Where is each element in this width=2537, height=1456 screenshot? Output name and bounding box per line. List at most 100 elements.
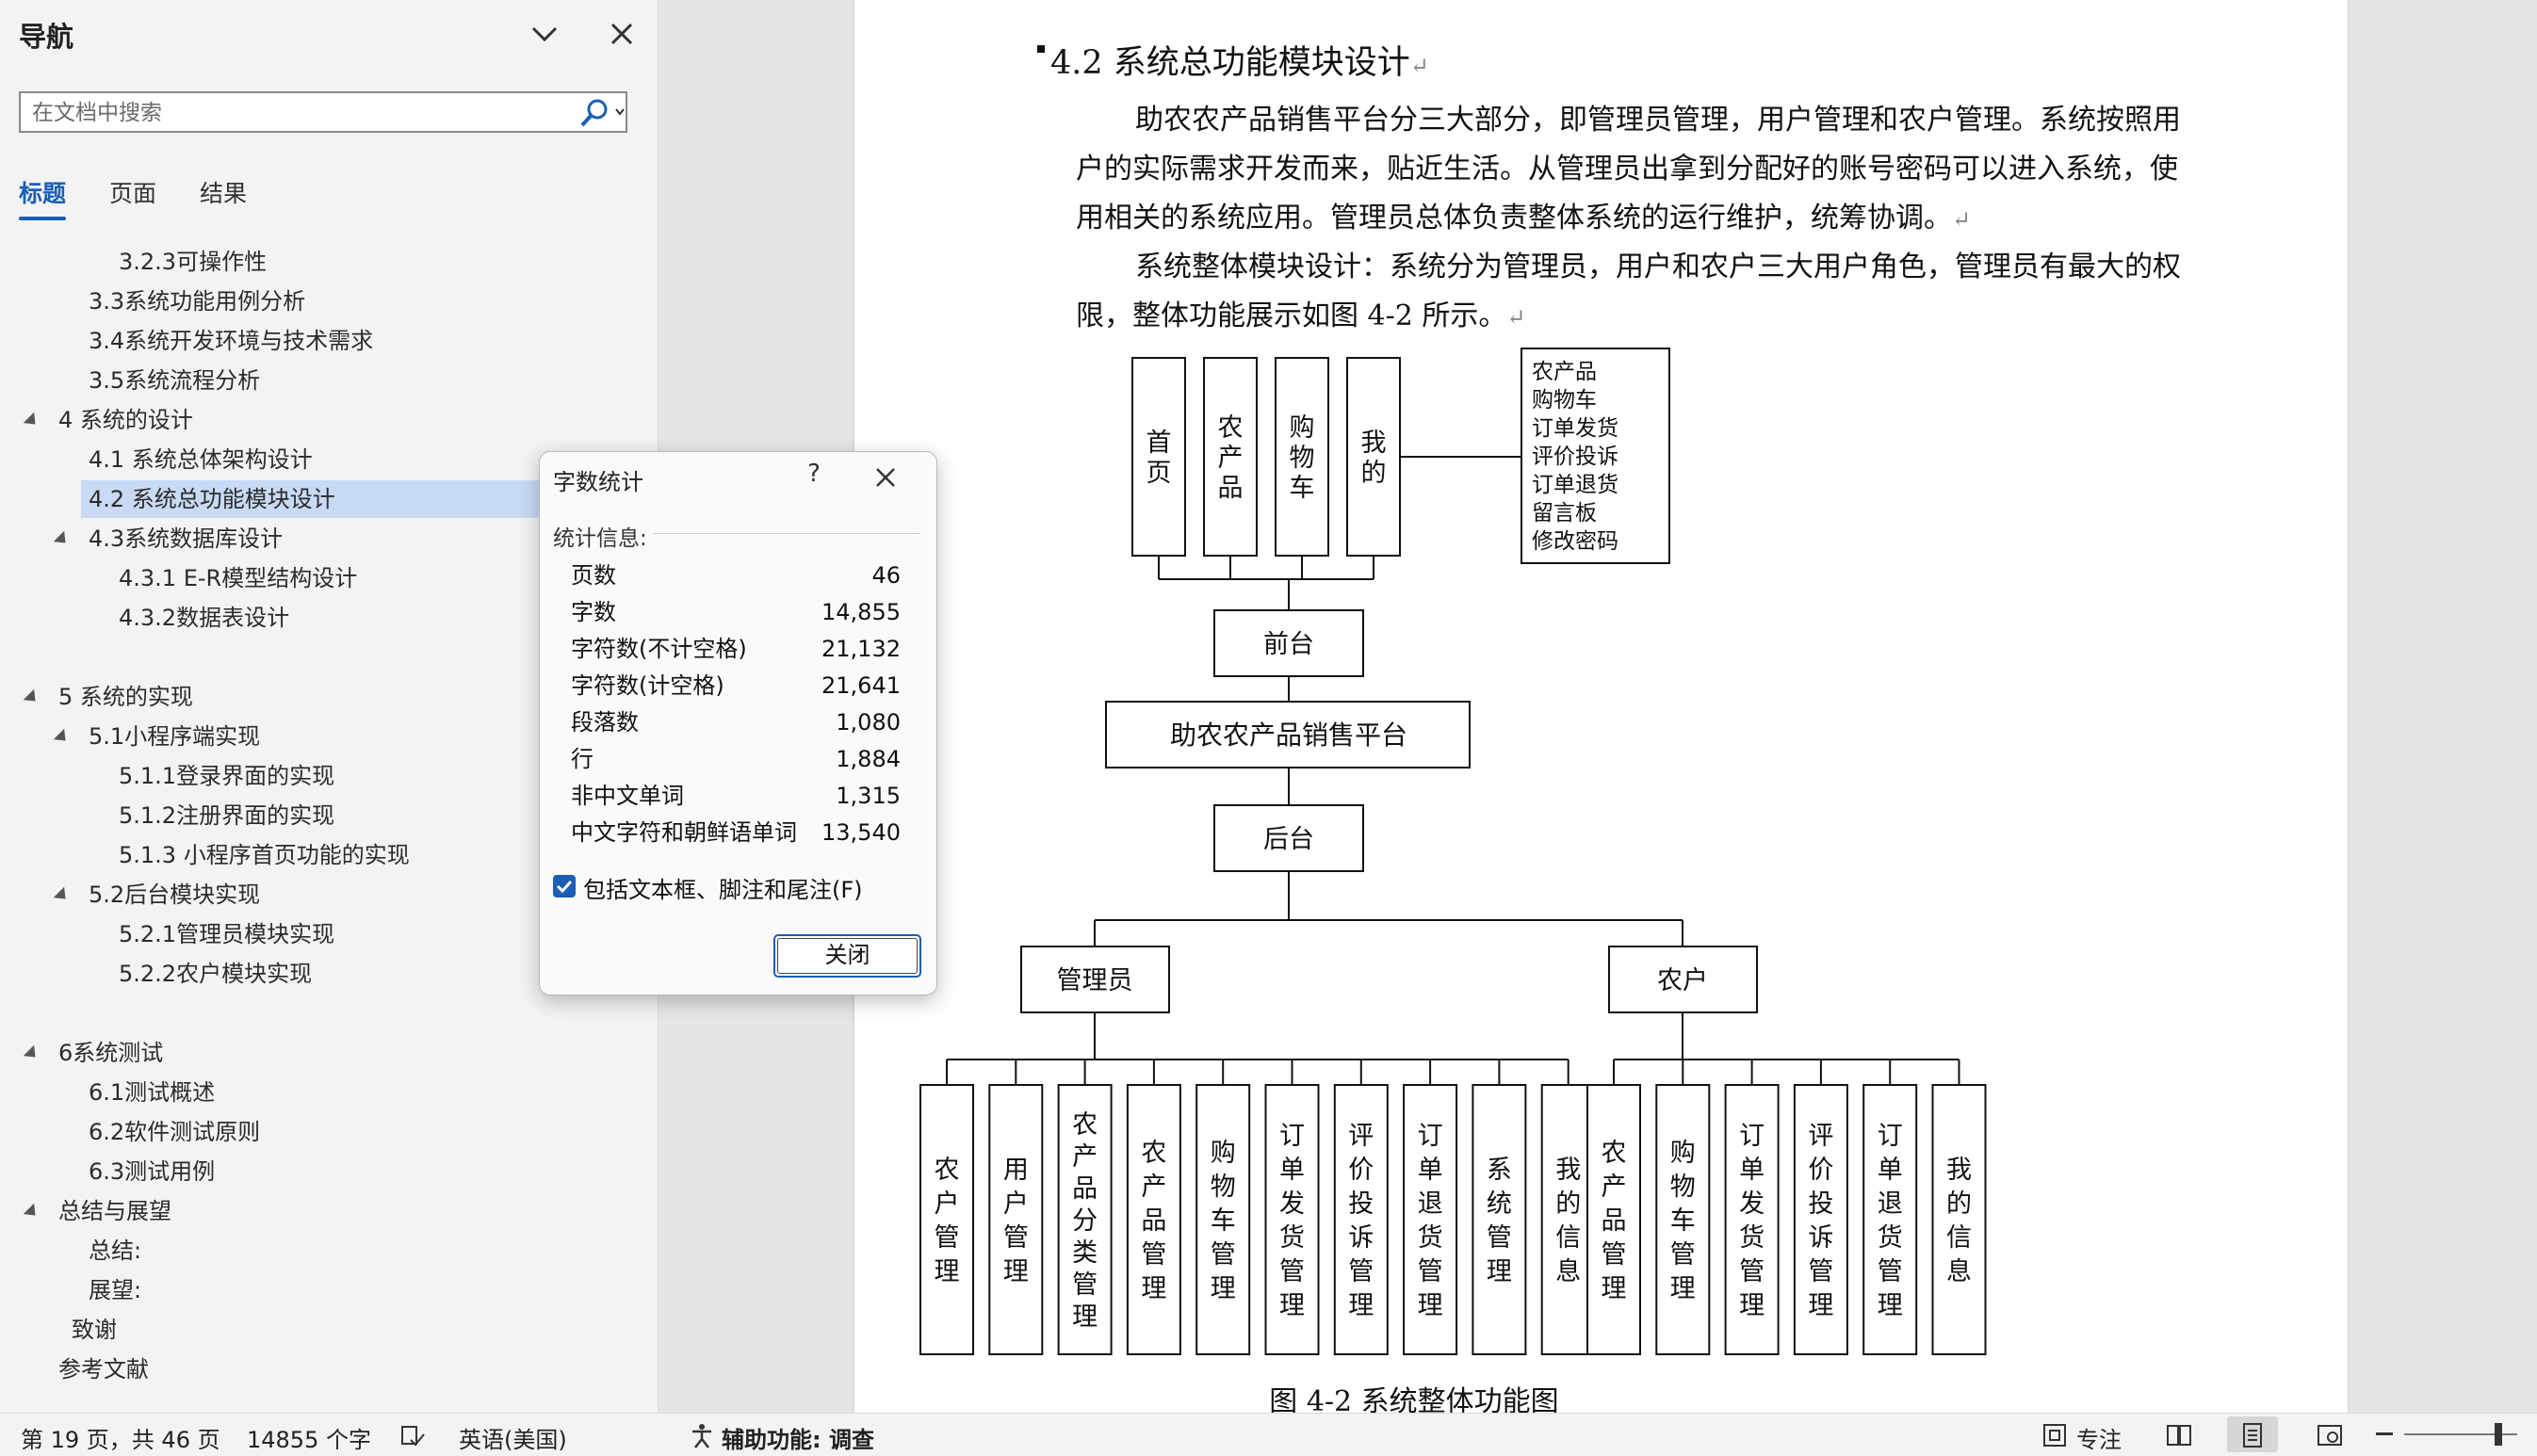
outline-item[interactable]: 总结:: [89, 1232, 141, 1270]
outline-item[interactable]: 5 系统的实现: [23, 678, 193, 716]
section-divider: [653, 533, 920, 534]
include-checkbox-label[interactable]: 包括文本框、脚注和尾注(F): [583, 877, 863, 903]
accessibility-icon[interactable]: [688, 1421, 716, 1449]
outline-item[interactable]: 4.1 系统总体架构设计: [89, 441, 313, 478]
expand-triangle-icon[interactable]: [23, 688, 41, 707]
farmer-module-label: 购物车管理: [1670, 1139, 1696, 1303]
mine-detail-item: 订单发货: [1532, 416, 1618, 441]
outline-item-label: 展望:: [89, 1277, 142, 1303]
outline-item[interactable]: 3.5系统流程分析: [89, 362, 260, 399]
outline-item[interactable]: 5.2后台模块实现: [53, 876, 260, 914]
expand-triangle-icon[interactable]: [53, 530, 72, 549]
stat-label: 字符数(不计空格): [571, 636, 747, 662]
status-bar: 第 19 页，共 46 页 14855 个字 英语(美国) 辅助功能: 调查 专…: [0, 1413, 2537, 1456]
admin-module-box: [1057, 1084, 1113, 1355]
admin-module-label: 订单发货管理: [1279, 1122, 1305, 1320]
farmer-module-label: 订单发货管理: [1739, 1122, 1765, 1320]
outline-item[interactable]: 5.1.1登录界面的实现: [119, 757, 334, 795]
document-area: 4.2 系统总功能模块设计↵ 助农农产品销售平台分三大部分，即管理员管理，用户管…: [659, 0, 2537, 1413]
mine-detail-item: 订单退货: [1532, 473, 1618, 497]
read-mode-icon[interactable]: [2165, 1421, 2193, 1449]
farmer-module-label: 订单退货管理: [1878, 1122, 1903, 1320]
stat-label: 段落数: [571, 709, 639, 736]
outline-item[interactable]: 参考文献: [58, 1351, 149, 1388]
outline-item[interactable]: 6系统测试: [23, 1034, 163, 1072]
nav-title: 导航: [19, 21, 74, 53]
close-button[interactable]: 关闭: [773, 934, 921, 978]
outline-item-label: 4.3.2数据表设计: [119, 605, 290, 631]
web-layout-icon[interactable]: [2316, 1421, 2344, 1449]
tab-results[interactable]: 结果: [200, 180, 248, 207]
tab-pages[interactable]: 页面: [109, 180, 157, 207]
admin-module-box: [919, 1084, 974, 1355]
function-module-diagram: 首页农产品购物车我的农产品购物车订单发货评价投诉订单退货留言板修改密码前台助农农…: [919, 348, 1987, 1413]
admin-module-box: [1540, 1084, 1596, 1355]
outline-item[interactable]: 6.2软件测试原则: [89, 1113, 260, 1151]
outline-item[interactable]: 3.3系统功能用例分析: [89, 283, 305, 320]
word-count[interactable]: 14855 个字: [247, 1427, 371, 1453]
statistics-section-label: 统计信息:: [553, 526, 647, 551]
outline-item[interactable]: 4.3.1 E-R模型结构设计: [119, 559, 357, 597]
zoom-out-icon[interactable]: [2376, 1432, 2395, 1436]
outline-item[interactable]: 5.1小程序端实现: [53, 718, 261, 755]
zoom-slider-thumb[interactable]: [2495, 1423, 2502, 1446]
outline-item-label: 致谢: [72, 1317, 117, 1343]
accessibility-status[interactable]: 辅助功能: 调查: [722, 1427, 874, 1453]
admin-module-label: 系统管理: [1487, 1156, 1512, 1286]
outline-item[interactable]: 5.1.3 小程序首页功能的实现: [119, 836, 410, 874]
stat-label: 页数: [571, 562, 616, 589]
expand-triangle-icon[interactable]: [53, 886, 72, 905]
mine-detail-item: 评价投诉: [1532, 445, 1618, 469]
chevron-down-icon[interactable]: [528, 17, 561, 51]
help-button[interactable]: ?: [807, 460, 821, 488]
expand-triangle-icon[interactable]: [23, 1203, 41, 1221]
outline-item[interactable]: 总结与展望: [23, 1192, 171, 1230]
stat-value: 21,132: [821, 636, 901, 662]
include-checkbox[interactable]: [553, 875, 576, 898]
outline-item[interactable]: 展望:: [89, 1271, 141, 1309]
search-icon[interactable]: [578, 97, 610, 129]
stat-value: 21,641: [821, 672, 901, 699]
tab-headings[interactable]: 标题: [19, 175, 67, 220]
top-module-label: 首页: [1147, 429, 1172, 488]
section-heading: 4.2 系统总功能模块设计↵: [1037, 36, 1429, 84]
dialog-title: 字数统计: [553, 469, 643, 495]
close-icon[interactable]: [605, 17, 639, 51]
outline-item[interactable]: 3.4系统开发环境与技术需求: [89, 322, 373, 360]
focus-mode-icon[interactable]: [2041, 1421, 2069, 1449]
close-icon[interactable]: [871, 463, 900, 492]
language-indicator[interactable]: 英语(美国): [459, 1427, 567, 1453]
focus-mode-label[interactable]: 专注: [2076, 1427, 2122, 1453]
top-module-label: 购物车: [1290, 413, 1315, 503]
admin-module-label: 用户管理: [1003, 1156, 1029, 1286]
expand-triangle-icon[interactable]: [53, 728, 72, 747]
stat-label: 非中文单词: [571, 783, 684, 809]
outline-item[interactable]: 4.3.2数据表设计: [119, 599, 289, 637]
outline-item[interactable]: 4.3系统数据库设计: [53, 520, 283, 558]
outline-item[interactable]: 致谢: [72, 1311, 117, 1349]
outline-item-label: 5.2.1管理员模块实现: [119, 921, 335, 947]
proofing-icon[interactable]: [399, 1423, 426, 1449]
outline-item[interactable]: 6.1测试概述: [89, 1074, 215, 1111]
outline-item[interactable]: 3.2.3可操作性: [119, 243, 267, 281]
zoom-slider-track[interactable]: [2404, 1433, 2517, 1435]
page-count[interactable]: 第 19 页，共 46 页: [21, 1427, 220, 1453]
heading-bullet-mark: [1037, 45, 1045, 53]
outline-item[interactable]: 5.2.1管理员模块实现: [119, 915, 334, 953]
outline-item[interactable]: 5.1.2注册界面的实现: [119, 797, 334, 834]
outline-item[interactable]: 4 系统的设计: [23, 401, 193, 439]
expand-triangle-icon[interactable]: [23, 412, 41, 430]
paragraph-2: 系统整体模块设计：系统分为管理员，用户和农户三大用户角色，管理员有最大的权限，整…: [1076, 243, 2187, 342]
print-layout-icon[interactable]: [2238, 1421, 2267, 1449]
outline-item[interactable]: 6.3测试用例: [89, 1153, 215, 1190]
outline-item[interactable]: 5.2.2农户模块实现: [119, 955, 312, 993]
document-page: 4.2 系统总功能模块设计↵ 助农农产品销售平台分三大部分，即管理员管理，用户管…: [854, 0, 2348, 1413]
search-options-icon[interactable]: [614, 106, 626, 118]
search-input[interactable]: [30, 97, 561, 129]
outline-item-label: 4.1 系统总体架构设计: [89, 446, 313, 473]
outline-item-label: 5.1小程序端实现: [89, 723, 261, 750]
expand-triangle-icon[interactable]: [23, 1044, 41, 1063]
outline-item-label: 4.3.1 E-R模型结构设计: [119, 565, 358, 591]
